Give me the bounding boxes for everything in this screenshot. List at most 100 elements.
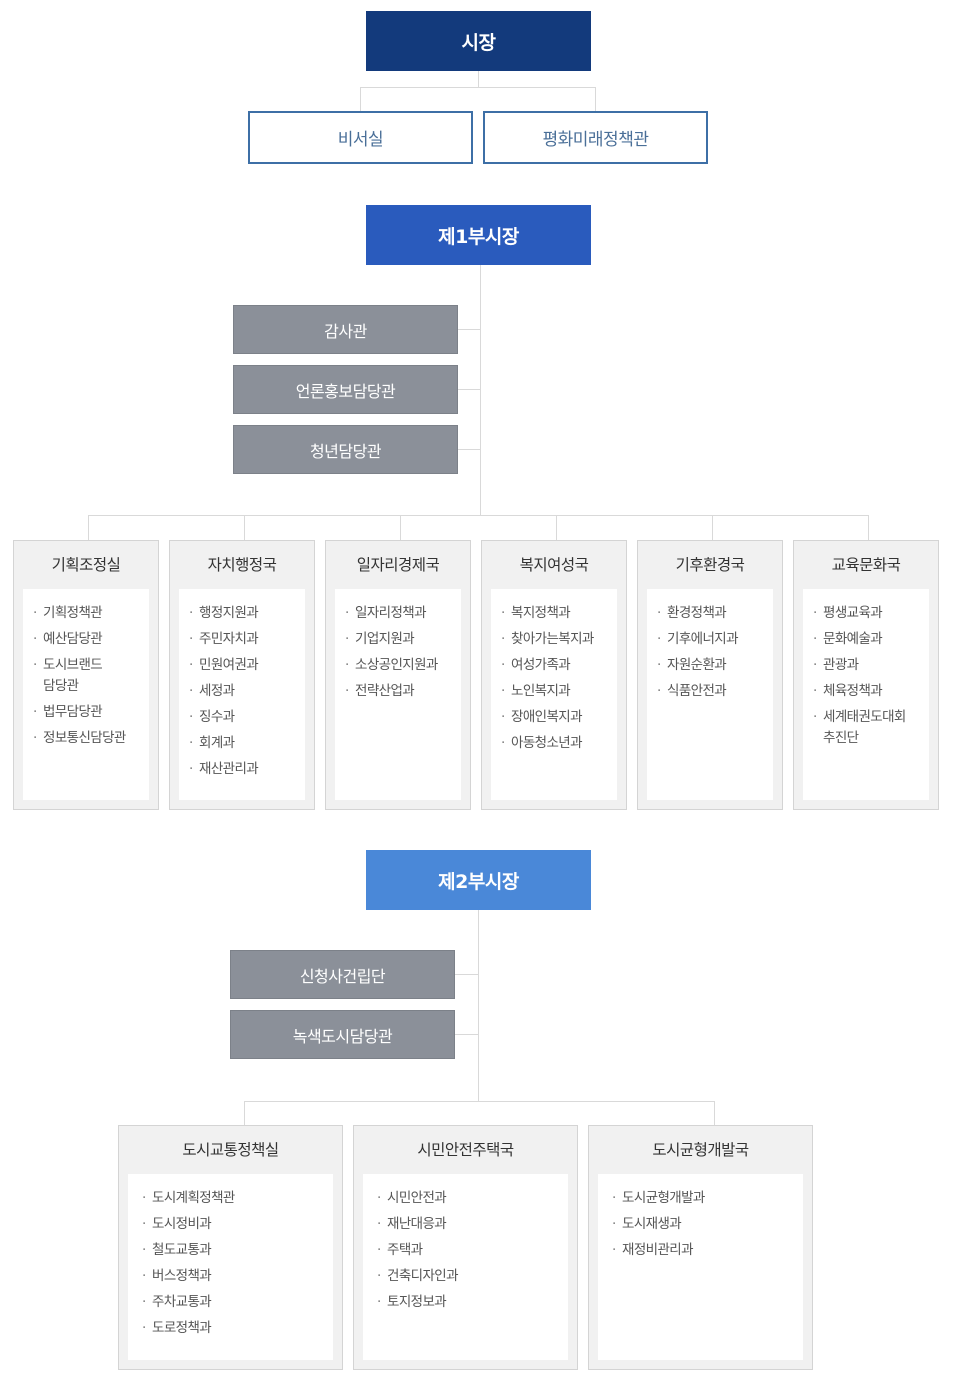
list-item[interactable]: 소상공인지원과 (345, 655, 453, 676)
department-title: 일자리경제국 (356, 556, 440, 574)
press-pr-officer-box[interactable]: 언론홍보담당관 (233, 365, 458, 414)
list-item[interactable]: 회계과 (189, 733, 297, 754)
department-box[interactable]: 도시균형개발국 도시균형개발과도시재생과재정비관리과 (588, 1125, 813, 1370)
department-box[interactable]: 교육문화국 평생교육과문화예술과관광과체육정책과세계태권도대회 추진단 (793, 540, 939, 810)
department-title: 시민안전주택국 (417, 1141, 514, 1159)
list-item[interactable]: 체육정책과 (813, 681, 921, 702)
list-item[interactable]: 도시계획정책관 (142, 1188, 325, 1209)
list-item[interactable]: 도시정비과 (142, 1214, 325, 1235)
department-box[interactable]: 도시교통정책실 도시계획정책관도시정비과철도교통과버스정책과주차교통과도로정책과 (118, 1125, 343, 1370)
connector-line (360, 87, 596, 88)
department-box[interactable]: 기후환경국 환경정책과기후에너지과자원순환과식품안전과 (637, 540, 783, 810)
department-title: 복지여성국 (519, 556, 589, 574)
connector-line (454, 974, 479, 975)
list-item[interactable]: 전략산업과 (345, 681, 453, 702)
connector-line (457, 329, 481, 330)
list-item[interactable]: 도로정책과 (142, 1318, 325, 1339)
connector-line (595, 87, 596, 112)
list-item[interactable]: 도시브랜드 담당관 (33, 655, 141, 697)
connector-line (244, 515, 245, 541)
connector-line (88, 515, 869, 516)
connector-line (244, 1101, 715, 1102)
connector-line (714, 1101, 715, 1126)
list-item[interactable]: 건축디자인과 (377, 1266, 560, 1287)
peace-future-policy-box[interactable]: 평화미래정책관 (483, 111, 708, 164)
connector-line (400, 515, 401, 541)
connector-line (457, 389, 481, 390)
connector-line (556, 515, 557, 541)
department-list: 시민안전과재난대응과주택과건축디자인과토지정보과 (363, 1174, 568, 1360)
youth-officer-box[interactable]: 청년담당관 (233, 425, 458, 474)
new-city-hall-construction-box[interactable]: 신청사건립단 (230, 950, 455, 999)
department-title: 교육문화국 (831, 556, 901, 574)
connector-line (457, 449, 481, 450)
list-item[interactable]: 환경정책과 (657, 603, 765, 624)
list-item[interactable]: 재정비관리과 (612, 1240, 795, 1261)
department-title: 기획조정실 (51, 556, 121, 574)
department-list: 기획정책관예산담당관도시브랜드 담당관법무담당관정보통신담당관 (23, 589, 149, 800)
secretary-office-box[interactable]: 비서실 (248, 111, 473, 164)
list-item[interactable]: 재산관리과 (189, 759, 297, 780)
department-list: 일자리정책과기업지원과소상공인지원과전략산업과 (335, 589, 461, 800)
department-title: 도시교통정책실 (182, 1141, 279, 1159)
list-item[interactable]: 평생교육과 (813, 603, 921, 624)
list-item[interactable]: 복지정책과 (501, 603, 609, 624)
list-item[interactable]: 자원순환과 (657, 655, 765, 676)
connector-line (478, 70, 479, 88)
list-item[interactable]: 찾아가는복지과 (501, 629, 609, 650)
list-item[interactable]: 철도교통과 (142, 1240, 325, 1261)
connector-line (88, 515, 89, 541)
list-item[interactable]: 정보통신담당관 (33, 728, 141, 749)
mayor-box[interactable]: 시장 (366, 11, 591, 71)
list-item[interactable]: 시민안전과 (377, 1188, 560, 1209)
department-title: 도시균형개발국 (652, 1141, 749, 1159)
department-list: 행정지원과주민자치과민원여권과세정과징수과회계과재산관리과 (179, 589, 305, 800)
list-item[interactable]: 도시균형개발과 (612, 1188, 795, 1209)
list-item[interactable]: 버스정책과 (142, 1266, 325, 1287)
department-title: 자치행정국 (207, 556, 277, 574)
list-item[interactable]: 노인복지과 (501, 681, 609, 702)
department-box[interactable]: 자치행정국 행정지원과주민자치과민원여권과세정과징수과회계과재산관리과 (169, 540, 315, 810)
department-box[interactable]: 기획조정실 기획정책관예산담당관도시브랜드 담당관법무담당관정보통신담당관 (13, 540, 159, 810)
department-box[interactable]: 일자리경제국 일자리정책과기업지원과소상공인지원과전략산업과 (325, 540, 471, 810)
list-item[interactable]: 예산담당관 (33, 629, 141, 650)
department-box[interactable]: 복지여성국 복지정책과찾아가는복지과여성가족과노인복지과장애인복지과아동청소년과 (481, 540, 627, 810)
list-item[interactable]: 세정과 (189, 681, 297, 702)
list-item[interactable]: 장애인복지과 (501, 707, 609, 728)
list-item[interactable]: 식품안전과 (657, 681, 765, 702)
list-item[interactable]: 기획정책관 (33, 603, 141, 624)
connector-line (480, 264, 481, 516)
department-list: 환경정책과기후에너지과자원순환과식품안전과 (647, 589, 773, 800)
department-list: 복지정책과찾아가는복지과여성가족과노인복지과장애인복지과아동청소년과 (491, 589, 617, 800)
department-list: 평생교육과문화예술과관광과체육정책과세계태권도대회 추진단 (803, 589, 929, 800)
connector-line (868, 515, 869, 541)
connector-line (478, 909, 479, 1102)
list-item[interactable]: 여성가족과 (501, 655, 609, 676)
list-item[interactable]: 징수과 (189, 707, 297, 728)
connector-line (360, 87, 361, 112)
list-item[interactable]: 민원여권과 (189, 655, 297, 676)
list-item[interactable]: 법무담당관 (33, 702, 141, 723)
list-item[interactable]: 기업지원과 (345, 629, 453, 650)
list-item[interactable]: 재난대응과 (377, 1214, 560, 1235)
list-item[interactable]: 주차교통과 (142, 1292, 325, 1313)
list-item[interactable]: 관광과 (813, 655, 921, 676)
audit-officer-box[interactable]: 감사관 (233, 305, 458, 354)
connector-line (244, 1101, 245, 1126)
list-item[interactable]: 기후에너지과 (657, 629, 765, 650)
department-title: 기후환경국 (675, 556, 745, 574)
department-box[interactable]: 시민안전주택국 시민안전과재난대응과주택과건축디자인과토지정보과 (353, 1125, 578, 1370)
list-item[interactable]: 세계태권도대회 추진단 (813, 707, 921, 749)
list-item[interactable]: 토지정보과 (377, 1292, 560, 1313)
list-item[interactable]: 주택과 (377, 1240, 560, 1261)
second-vice-mayor-box[interactable]: 제2부시장 (366, 850, 591, 910)
green-city-officer-box[interactable]: 녹색도시담당관 (230, 1010, 455, 1059)
list-item[interactable]: 행정지원과 (189, 603, 297, 624)
list-item[interactable]: 문화예술과 (813, 629, 921, 650)
list-item[interactable]: 아동청소년과 (501, 733, 609, 754)
connector-line (712, 515, 713, 541)
list-item[interactable]: 주민자치과 (189, 629, 297, 650)
list-item[interactable]: 도시재생과 (612, 1214, 795, 1235)
list-item[interactable]: 일자리정책과 (345, 603, 453, 624)
first-vice-mayor-box[interactable]: 제1부시장 (366, 205, 591, 265)
